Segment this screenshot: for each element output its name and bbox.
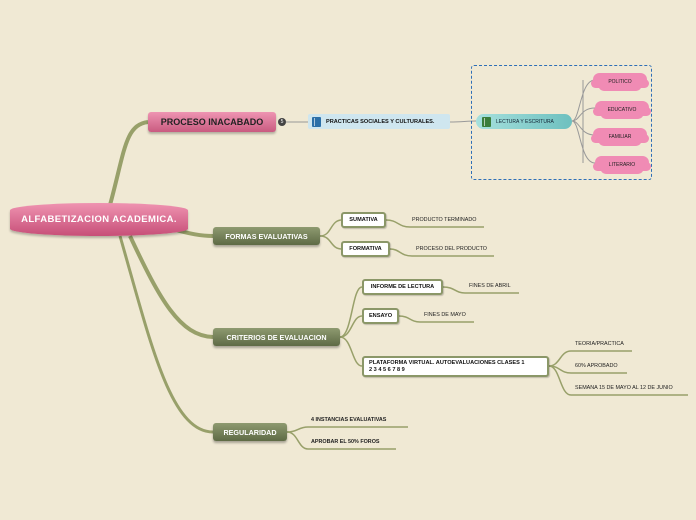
topic-label-line2: 2 3 4 5 6 7 8 9 (369, 366, 405, 373)
leaf-60-aprobado[interactable]: 60% APROBADO (575, 363, 618, 369)
cloud-politico[interactable]: POLITICO (597, 74, 643, 89)
leaf-teoria-practica[interactable]: TEORIA/PRACTICA (575, 341, 624, 347)
leaf-semana-mayo-junio[interactable]: SEMANA 15 DE MAYO AL 12 DE JUNIO (575, 385, 673, 391)
topic-proceso-inacabado[interactable]: PROCESO INACABADO (148, 112, 276, 132)
topic-ensayo[interactable]: ENSAYO (362, 308, 399, 324)
cloud-familiar[interactable]: FAMILIAR (597, 129, 643, 144)
book-icon (312, 116, 321, 127)
leaf-4-instancias[interactable]: 4 INSTANCIAS EVALUATIVAS (311, 417, 387, 423)
selection-frame (471, 65, 652, 180)
topic-practicas-sociales[interactable]: PRACTICAS SOCIALES Y CULTURALES. (308, 114, 450, 129)
book-icon (482, 116, 491, 127)
topic-regularidad[interactable]: REGULARIDAD (213, 423, 287, 441)
cloud-literario[interactable]: LITERARIO (599, 157, 645, 172)
topic-label: LECTURA Y ESCRITURA (496, 118, 554, 125)
leaf-aprobar-foros[interactable]: APROBAR EL 50% FOROS (311, 439, 380, 445)
root-topic[interactable]: ALFABETIZACION ACADEMICA. (10, 203, 188, 236)
collapse-count-badge[interactable]: 5 (278, 118, 286, 126)
leaf-fines-de-mayo[interactable]: FINES DE MAYO (424, 312, 466, 318)
topic-label-line1: PLATAFORMA VIRTUAL. AUTOEVALUACIONES CLA… (369, 359, 525, 366)
topic-formativa[interactable]: FORMATIVA (341, 241, 390, 257)
branch-proceso (108, 120, 149, 206)
leaf-proceso-del-producto[interactable]: PROCESO DEL PRODUCTO (416, 246, 487, 252)
topic-label: PRACTICAS SOCIALES Y CULTURALES. (326, 118, 435, 125)
branch-regularidad (118, 235, 214, 434)
topic-lectura-escritura[interactable]: LECTURA Y ESCRITURA (476, 114, 572, 129)
topic-plataforma-virtual[interactable]: PLATAFORMA VIRTUAL. AUTOEVALUACIONES CLA… (362, 356, 549, 377)
branch-criterios (128, 235, 214, 339)
leaf-fines-de-abril[interactable]: FINES DE ABRIL (469, 283, 511, 289)
topic-informe-lectura[interactable]: INFORME DE LECTURA (362, 279, 443, 295)
cloud-educativo[interactable]: EDUCATIVO (599, 102, 645, 117)
leaf-producto-terminado[interactable]: PRODUCTO TERMINADO (412, 217, 477, 223)
topic-sumativa[interactable]: SUMATIVA (341, 212, 386, 228)
topic-criterios-evaluacion[interactable]: CRITERIOS DE EVALUACION (213, 328, 340, 346)
topic-formas-evaluativas[interactable]: FORMAS EVALUATIVAS (213, 227, 320, 245)
